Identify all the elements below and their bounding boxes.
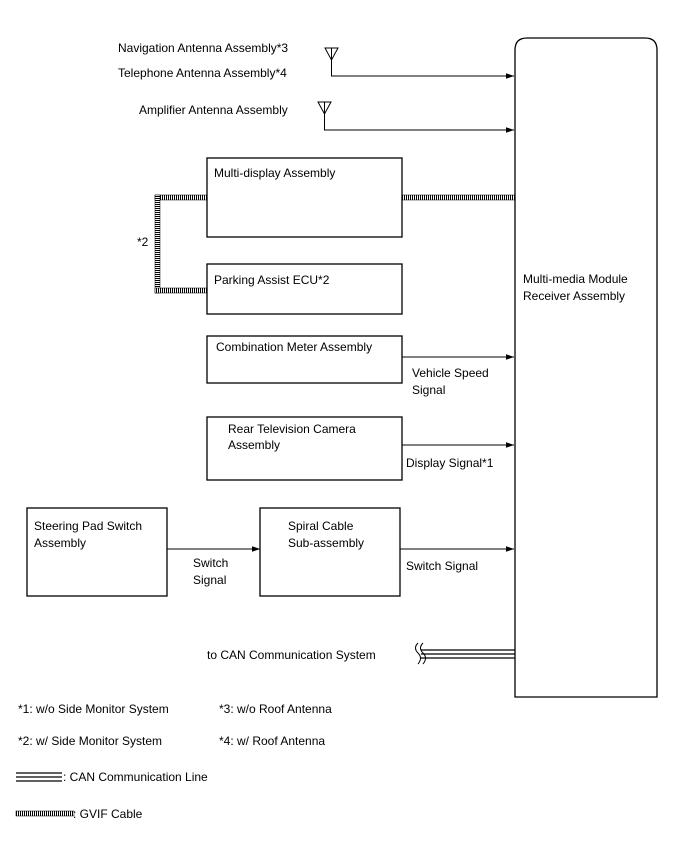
steering-pad-label-1: Steering Pad Switch [34, 519, 142, 533]
rear-camera-label-1: Rear Television Camera [228, 422, 356, 436]
can-system-label: to CAN Communication System [207, 648, 376, 662]
steering-pad-box [26, 507, 168, 597]
gvif-cable-bottom [154, 287, 208, 294]
legend-can-line-symbol [16, 772, 62, 782]
note-3: *3: w/o Roof Antenna [219, 702, 332, 716]
gvif-cable-top [154, 194, 208, 201]
rear-camera-label-2: Assembly [228, 438, 280, 452]
combination-meter-box [206, 335, 403, 384]
legend-gvif-symbol [15, 810, 75, 817]
note-2: *2: w/ Side Monitor System [18, 734, 162, 748]
legend-can-line-label: : CAN Communication Line [63, 770, 208, 784]
gvif-cable-vertical [154, 194, 161, 294]
multi-display-label: Multi-display Assembly [214, 166, 335, 180]
display-signal-label: Display Signal*1 [406, 456, 494, 470]
parking-assist-label: Parking Assist ECU*2 [214, 273, 330, 287]
spiral-cable-label-2: Sub-assembly [288, 536, 364, 550]
switch-signal-left-label-1: Switch [193, 556, 228, 570]
switch-signal-left-label-2: Signal [193, 573, 226, 587]
note-1: *1: w/o Side Monitor System [18, 702, 169, 716]
navigation-antenna-wire [331, 60, 514, 79]
receiver-assembly-label-1: Multi-media Module [523, 272, 628, 286]
gvif-side-monitor-note: *2 [137, 235, 149, 249]
combination-meter-label: Combination Meter Assembly [216, 340, 372, 354]
switch-signal-right-label: Switch Signal [406, 559, 478, 573]
spiral-cable-label-1: Spiral Cable [288, 519, 354, 533]
steering-pad-label-2: Assembly [34, 536, 86, 550]
note-4: *4: w/ Roof Antenna [219, 734, 325, 748]
gvif-cable-multi-display-to-receiver [401, 194, 516, 201]
antenna-icon [317, 101, 332, 116]
amplifier-antenna-wire [324, 114, 514, 133]
receiver-assembly-box [514, 37, 658, 698]
vehicle-speed-label-2: Signal [412, 383, 445, 397]
navigation-antenna-label: Navigation Antenna Assembly*3 [118, 41, 288, 55]
vehicle-speed-label-1: Vehicle Speed [412, 366, 489, 380]
telephone-antenna-label: Telephone Antenna Assembly*4 [118, 66, 287, 80]
legend-gvif-label: : GVIF Cable [73, 807, 143, 821]
receiver-assembly-label-2: Receiver Assembly [523, 289, 625, 303]
antenna-icon [324, 47, 339, 62]
parking-assist-box [206, 263, 403, 315]
amplifier-antenna-label: Amplifier Antenna Assembly [139, 103, 288, 117]
spiral-cable-box [259, 507, 401, 597]
can-line [415, 642, 515, 665]
rear-camera-box [206, 416, 403, 481]
